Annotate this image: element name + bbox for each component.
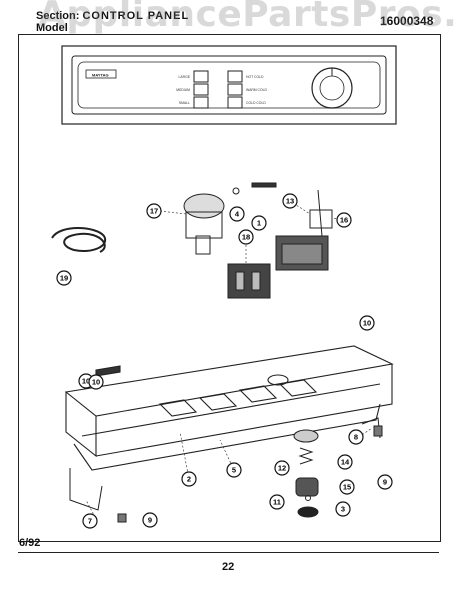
callout-8: 8 [348,429,364,445]
callout-11: 11 [269,494,285,510]
temp-button-hot [227,70,243,83]
svg-text:4: 4 [235,210,240,219]
callout-3: 3 [335,501,351,517]
temp-label-cold: COLD COLD [246,101,266,105]
part-19-wire-harness [51,227,107,253]
control-panel-print: MAYTAG LARGE MEDIUM SMALL HOT COLD WARM … [92,73,268,106]
temp-label-hot: HOT COLD [246,75,264,79]
svg-text:14: 14 [341,458,350,467]
part-9-clip-right [373,425,383,437]
svg-text:15: 15 [343,483,351,492]
callout-2: 2 [181,471,197,487]
temp-label-warm: WARM COLD [246,88,268,92]
brand-text: MAYTAG [92,73,109,78]
size-button-small [193,96,209,109]
part-13-switch-assembly [275,189,333,271]
temp-button-cold [227,96,243,109]
callout-17: 17 [146,203,162,219]
callout-4: 4 [229,206,245,222]
part-15-knob [295,477,319,497]
svg-text:11: 11 [273,498,281,507]
size-label-small: SMALL [179,101,190,105]
part-14-dial-skirt [293,429,319,443]
size-label-medium: MEDIUM [176,88,190,92]
svg-text:1: 1 [257,219,261,228]
part-4-screw [232,187,240,195]
svg-text:10: 10 [363,319,371,328]
svg-text:5: 5 [232,466,236,475]
callout-1: 1 [251,215,267,231]
brand-logo [85,69,117,79]
svg-text:18: 18 [242,233,250,242]
callout-12: 12 [274,460,290,476]
svg-text:9: 9 [148,516,152,525]
svg-text:17: 17 [150,207,158,216]
doc-number: 16000348 [380,14,434,28]
control-panel-illustration [61,45,397,125]
svg-text:19: 19 [60,274,68,283]
part-9-clip-bottom [117,513,127,523]
size-button-medium [193,83,209,96]
svg-text:10: 10 [82,377,90,386]
console-frame-assembly [64,345,394,471]
part-17-timer-motor [183,193,225,255]
size-label-large: LARGE [179,75,191,79]
section-label-text: Section: [36,10,80,22]
callout-19: 19 [56,270,72,286]
part-1-rod [251,182,277,188]
svg-text:9: 9 [383,478,387,487]
part-11-clip [305,495,311,501]
svg-text:8: 8 [354,433,358,442]
revision-date: 6/92 [19,537,41,549]
svg-text:7: 7 [88,517,92,526]
part-7-bracket [69,468,103,511]
part-3-knob-cap [297,506,319,518]
part-12-spring [298,447,314,465]
diagram-frame [18,34,441,542]
section-value: CONTROL PANEL [82,10,190,22]
callout-15: 15 [339,479,355,495]
callout-7: 7 [82,513,98,529]
callout-10-left-b: 10 [88,374,104,390]
callout-9-right: 9 [377,474,393,490]
svg-text:13: 13 [286,197,294,206]
part-18-switch-block [227,263,271,299]
model-label: Model [36,22,68,34]
callout-13: 13 [282,193,298,209]
svg-text:3: 3 [341,505,345,514]
callout-14: 14 [337,454,353,470]
section-label: Section: CONTROL PANEL [36,10,189,22]
svg-text:2: 2 [187,475,191,484]
callout-18: 18 [238,229,254,245]
temp-button-warm [227,83,243,96]
callout-5: 5 [226,462,242,478]
size-button-large [193,70,209,83]
svg-text:12: 12 [278,464,286,473]
footer-rule [18,552,439,553]
callout-9-bottom: 9 [142,512,158,528]
callout-16: 16 [336,212,352,228]
svg-text:16: 16 [340,216,348,225]
page-number: 22 [222,561,235,573]
callout-10-top-right: 10 [359,315,375,331]
svg-text:10: 10 [92,378,100,387]
watermark: AppliancePartsPros.com [38,0,458,35]
